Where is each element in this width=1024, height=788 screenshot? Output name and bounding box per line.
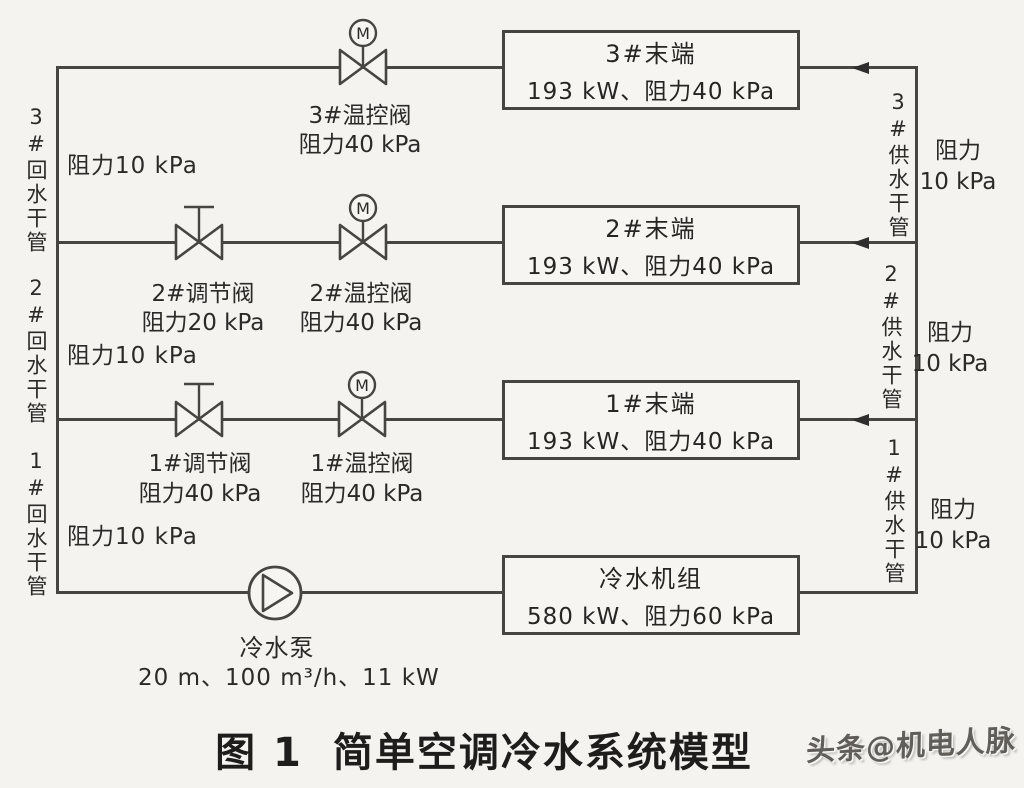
return-main-1-resistance: 阻力10 kPa: [67, 524, 198, 550]
terminal-1-label: 1#末端: [605, 390, 697, 418]
supply-main-2-resistance-line1: 阻力: [927, 320, 973, 346]
supply-main-1-label: 1#供水干管: [882, 436, 906, 586]
terminal-3-box: 3#末端 193 kW、阻力40 kPa: [502, 30, 800, 110]
branch2-pipe: [56, 241, 918, 244]
supply-main-2-resistance-line2: 10 kPa: [911, 351, 989, 377]
flow-arrow-icon: [852, 61, 869, 74]
return-main-2-resistance: 阻力10 kPa: [67, 343, 198, 369]
control-valve-1-label: 1#温控阀: [310, 451, 414, 477]
terminal-2-label: 2#末端: [605, 215, 697, 243]
control-valve-2-label: 2#温控阀: [309, 281, 413, 307]
chiller-label: 冷水机组: [599, 565, 703, 593]
return-main-pipe: [56, 66, 59, 594]
supply-main-2-resistance: 阻力 10 kPa: [906, 318, 994, 380]
figure-number: 图 1: [215, 730, 303, 776]
watermark-text: 头条@机电人脉: [805, 722, 1017, 768]
figure-title: 简单空调冷水系统模型: [332, 730, 753, 776]
chiller-box: 冷水机组 580 kW、阻力60 kPa: [502, 555, 800, 635]
regulating-valve-1-resistance: 阻力40 kPa: [138, 481, 262, 507]
branch1-pipe: [56, 418, 918, 421]
supply-main-1-resistance: 阻力 10 kPa: [909, 495, 997, 557]
control-valve-2-resistance: 阻力40 kPa: [299, 310, 423, 336]
motor-valve-1-icon: M: [337, 370, 387, 438]
supply-main-pipe: [915, 66, 918, 594]
regulating-valve-2-icon: [174, 205, 224, 261]
terminal-2-spec: 193 kW、阻力40 kPa: [526, 254, 776, 280]
flow-arrow-icon: [852, 236, 869, 249]
motor-valve-2-icon: M: [338, 193, 388, 261]
flow-arrow-icon: [852, 413, 869, 426]
control-valve-3-label: 3#温控阀: [308, 103, 412, 129]
return-main-3-resistance: 阻力10 kPa: [67, 153, 198, 179]
svg-text:M: M: [356, 24, 370, 43]
control-valve-1-resistance: 阻力40 kPa: [300, 481, 424, 507]
supply-main-3-resistance: 阻力 10 kPa: [914, 136, 1002, 198]
supply-main-3-label: 3#供水干管: [886, 90, 910, 240]
pump-spec: 20 m、100 m³/h、11 kW: [138, 665, 440, 691]
pump-icon: [247, 565, 303, 621]
chiller-spec: 580 kW、阻力60 kPa: [526, 604, 776, 630]
supply-main-1-resistance-line1: 阻力: [930, 497, 976, 523]
supply-main-1-resistance-line2: 10 kPa: [914, 528, 992, 554]
supply-main-3-resistance-line1: 阻力: [935, 138, 981, 164]
return-main-1-label: 1#回水干管: [24, 449, 48, 599]
svg-text:M: M: [356, 199, 370, 218]
pump-label: 冷水泵: [239, 634, 315, 662]
figure-caption: 图 1 简单空调冷水系统模型: [196, 720, 772, 778]
regulating-valve-1-label: 1#调节阀: [148, 451, 252, 477]
terminal-3-spec: 193 kW、阻力40 kPa: [526, 79, 776, 105]
return-main-2-label: 2#回水干管: [24, 276, 48, 426]
regulating-valve-2-resistance: 阻力20 kPa: [141, 310, 265, 336]
control-valve-3-resistance: 阻力40 kPa: [298, 132, 422, 158]
svg-text:M: M: [355, 376, 369, 395]
plant-loop-pipe: [56, 591, 918, 594]
regulating-valve-2-label: 2#调节阀: [151, 281, 255, 307]
terminal-1-box: 1#末端 193 kW、阻力40 kPa: [502, 380, 800, 460]
terminal-1-spec: 193 kW、阻力40 kPa: [526, 429, 776, 455]
motor-valve-3-icon: M: [338, 18, 388, 86]
terminal-3-label: 3#末端: [605, 40, 697, 68]
supply-main-2-label: 2#供水干管: [879, 262, 903, 412]
supply-main-3-resistance-line2: 10 kPa: [919, 169, 997, 195]
branch3-pipe: [56, 66, 918, 69]
terminal-2-box: 2#末端 193 kW、阻力40 kPa: [502, 205, 800, 285]
return-main-3-label: 3#回水干管: [24, 105, 48, 255]
regulating-valve-1-icon: [174, 382, 224, 438]
